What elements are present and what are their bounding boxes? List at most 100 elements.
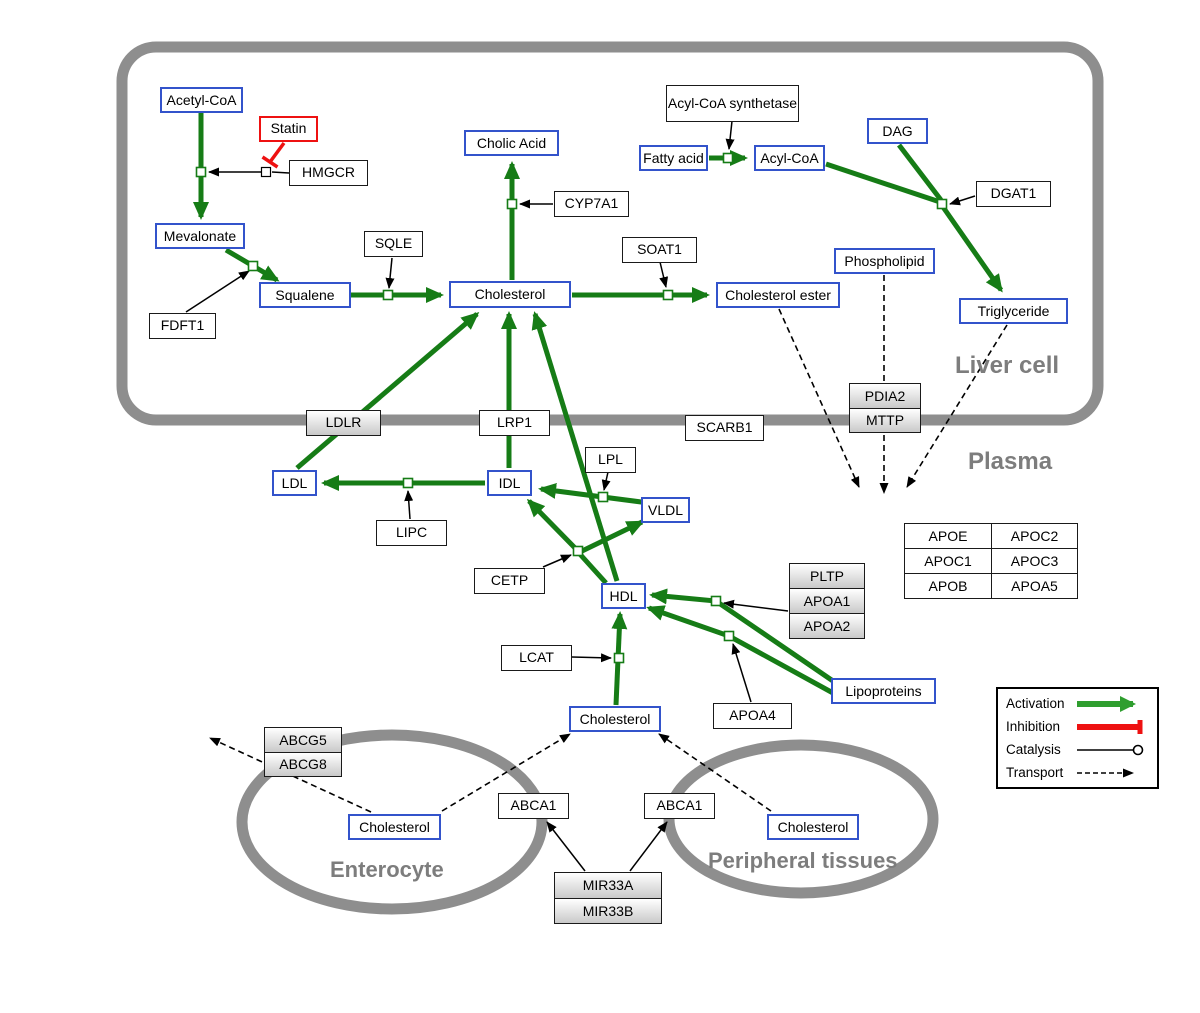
reaction-nodes	[195, 152, 948, 664]
node-sqle[interactable]: SQLE	[364, 231, 423, 257]
node-cholic-acid[interactable]: Cholic Acid	[464, 130, 559, 156]
node-fatty-acid[interactable]: Fatty acid	[639, 145, 708, 171]
node-pltp[interactable]: PLTP	[790, 564, 864, 588]
node-cholesterol-liver[interactable]: Cholesterol	[449, 281, 571, 308]
node-cholesterol-plasma[interactable]: Cholesterol	[569, 706, 661, 732]
plasma-label: Plasma	[968, 448, 1053, 475]
node-scarb1[interactable]: SCARB1	[685, 415, 764, 441]
node-abcg5[interactable]: ABCG5	[265, 728, 341, 752]
catalysis-node-hmgcr	[260, 166, 272, 178]
edge-mir33-abca1-right	[629, 821, 668, 872]
node-lpl[interactable]: LPL	[585, 447, 636, 473]
node-abca1-peripheral[interactable]: ABCA1	[644, 793, 715, 819]
node-abcg8[interactable]: ABCG8	[265, 751, 341, 776]
node-mir33a[interactable]: MIR33A	[555, 873, 661, 898]
catalysis-apoa4	[731, 643, 752, 703]
legend: Activation Inhibition Catalysis	[996, 687, 1159, 789]
catalysis-hmgcr	[271, 171, 290, 174]
node-cholesterol-ester[interactable]: Cholesterol ester	[716, 282, 840, 308]
edge-acylcoa-junction	[825, 161, 941, 205]
node-statin[interactable]: Statin	[259, 116, 318, 142]
node-cyp7a1[interactable]: CYP7A1	[554, 191, 629, 217]
node-lrp1[interactable]: LRP1	[479, 410, 550, 436]
legend-transport-label: Transport	[1006, 765, 1064, 780]
catalysis-dgat1	[949, 195, 976, 206]
node-cetp[interactable]: CETP	[474, 568, 545, 594]
node-lipc[interactable]: LIPC	[376, 520, 447, 546]
node-ldlr[interactable]: LDLR	[306, 410, 381, 436]
catalysis-circle-icon	[1077, 744, 1144, 755]
node-fdft1[interactable]: FDFT1	[149, 313, 216, 339]
node-soat1[interactable]: SOAT1	[622, 237, 697, 263]
node-cholesterol-peripheral[interactable]: Cholesterol	[767, 814, 859, 840]
edge-cetp-vldl	[578, 519, 645, 555]
edge-mir33-abca1-left	[546, 821, 586, 872]
node-cholesterol-enterocyte[interactable]: Cholesterol	[348, 814, 441, 840]
node-pltp-apoa1-apoa2-complex: PLTP APOA1 APOA2	[789, 563, 865, 639]
inhibition-tbar-icon	[1077, 719, 1143, 734]
node-ldl[interactable]: LDL	[272, 470, 317, 496]
node-apoa5[interactable]: APOA5	[991, 573, 1077, 598]
node-idl[interactable]: IDL	[487, 470, 532, 496]
edge-ldl-cholesterol-uptake	[295, 312, 480, 470]
enterocyte-label: Enterocyte	[330, 857, 444, 882]
node-mttp[interactable]: MTTP	[850, 407, 920, 432]
node-apoc1[interactable]: APOC1	[905, 548, 991, 573]
node-dgat1[interactable]: DGAT1	[976, 181, 1051, 207]
reaction-node	[936, 198, 948, 210]
node-pdia2-mttp-complex: PDIA2 MTTP	[849, 383, 921, 433]
catalysis-lcat	[571, 653, 612, 663]
node-triglyceride[interactable]: Triglyceride	[959, 298, 1068, 324]
edge-hdl-cetp-junction	[576, 550, 608, 585]
node-hmgcr[interactable]: HMGCR	[289, 160, 368, 186]
catalysis-fdft1	[185, 270, 250, 313]
node-apoa4[interactable]: APOA4	[713, 703, 792, 729]
node-vldl[interactable]: VLDL	[641, 497, 690, 523]
node-apoa1[interactable]: APOA1	[790, 588, 864, 613]
node-pdia2[interactable]: PDIA2	[850, 384, 920, 408]
inhibition-edge-statin	[261, 141, 286, 169]
node-apob[interactable]: APOB	[905, 573, 991, 598]
edge-junction-triglyceride	[940, 205, 1004, 293]
legend-activation-row: Activation	[998, 692, 1157, 715]
transport-cholesterolester-plasma	[778, 308, 860, 488]
legend-transport-row: Transport	[998, 761, 1157, 784]
inhibition-statin-tbar	[261, 155, 279, 169]
peripheral-tissues-label: Peripheral tissues	[708, 848, 898, 873]
node-mir33-complex: MIR33A MIR33B	[554, 872, 662, 924]
peripheral-tissues-compartment	[663, 739, 939, 899]
reaction-node	[662, 289, 674, 301]
catalysis-sqle	[385, 257, 395, 289]
node-dag[interactable]: DAG	[867, 118, 928, 144]
reaction-node	[402, 477, 414, 489]
reaction-node	[723, 630, 735, 642]
node-abca1-enterocyte[interactable]: ABCA1	[498, 793, 569, 819]
node-acyl-coa[interactable]: Acyl-CoA	[754, 145, 825, 171]
node-hdl[interactable]: HDL	[601, 583, 646, 609]
node-apolipoprotein-table: APOE APOC2 APOC1 APOC3 APOB APOA5	[904, 523, 1078, 599]
transport-triglyceride-plasma	[906, 324, 1008, 488]
node-lcat[interactable]: LCAT	[501, 645, 572, 671]
node-squalene[interactable]: Squalene	[259, 282, 351, 308]
liver-cell-compartment	[116, 41, 1104, 426]
node-apoa2[interactable]: APOA2	[790, 613, 864, 638]
node-apoe[interactable]: APOE	[928, 528, 968, 544]
node-apoc2[interactable]: APOC2	[991, 524, 1077, 548]
catalysis-lpl	[601, 471, 611, 491]
node-lipoproteins[interactable]: Lipoproteins	[831, 678, 936, 704]
node-acetyl-coa[interactable]: Acetyl-CoA	[160, 87, 243, 113]
inhibition-statin-line	[268, 141, 286, 164]
activation-edges	[193, 112, 1004, 706]
reaction-node	[710, 595, 722, 607]
catalysis-apoa1-apoa2	[723, 599, 789, 612]
transport-enterocyte-cholesterol	[441, 733, 571, 812]
node-apoc3[interactable]: APOC3	[991, 548, 1077, 573]
node-mevalonate[interactable]: Mevalonate	[155, 223, 245, 249]
node-mir33b[interactable]: MIR33B	[555, 897, 661, 923]
reaction-node	[597, 491, 609, 503]
node-phospholipid[interactable]: Phospholipid	[834, 248, 935, 274]
node-acyl-coa-synthetase[interactable]: Acyl-CoA synthetase	[666, 85, 799, 122]
legend-catalysis-row: Catalysis	[998, 738, 1157, 761]
